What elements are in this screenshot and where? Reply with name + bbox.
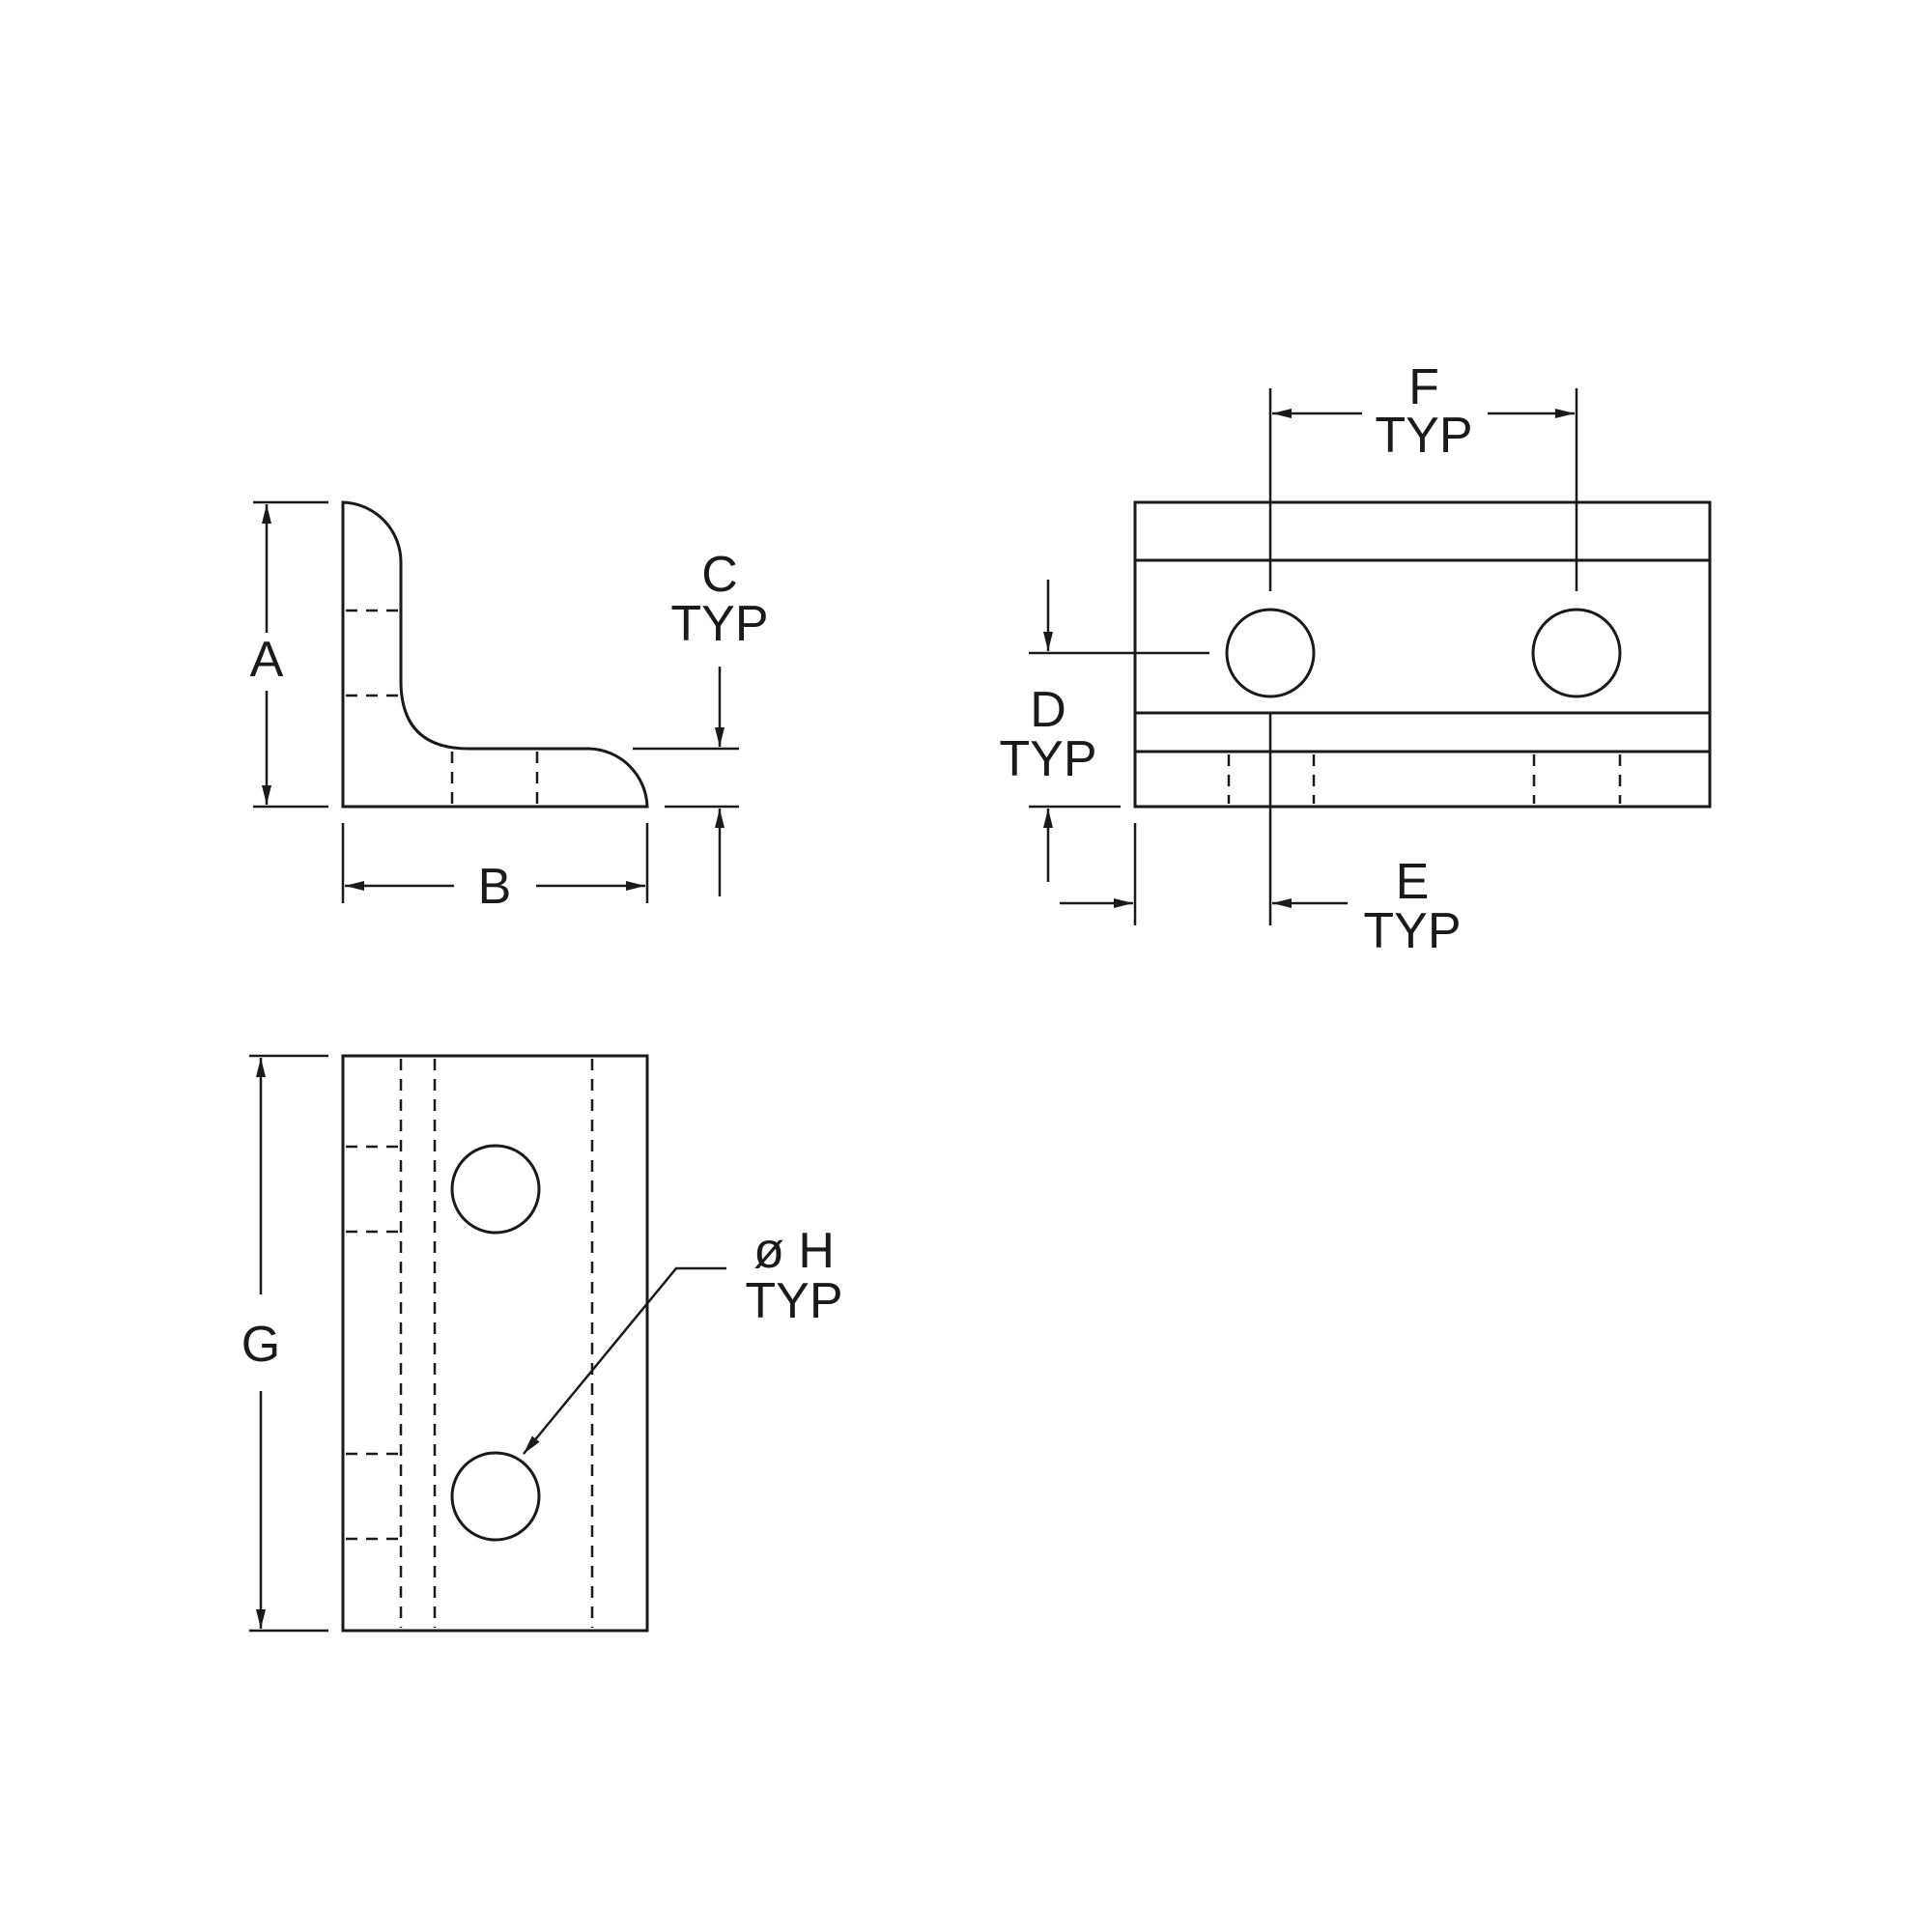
front-view-hole <box>1225 608 1316 698</box>
side-view: A B C TYP <box>250 500 769 915</box>
dimension-c: C TYP <box>633 547 769 896</box>
callout-h-label: ø H <box>753 1223 835 1279</box>
top-view: G ø H TYP <box>242 1054 843 1633</box>
front-view-hole <box>1531 608 1622 698</box>
dimension-d-typ-label: TYP <box>999 731 1096 787</box>
dimension-e: E TYP <box>1060 713 1462 959</box>
dimension-b: B <box>341 823 649 915</box>
side-view-outline <box>341 500 649 809</box>
dimension-g: G <box>242 1054 328 1633</box>
callout-h: ø H TYP <box>523 1223 843 1455</box>
dimension-e-label: E <box>1396 854 1430 910</box>
dimension-f-label: F <box>1408 359 1439 415</box>
front-view-outline <box>1133 500 1712 809</box>
callout-h-typ-label: TYP <box>745 1273 842 1329</box>
dimension-a: A <box>250 500 328 809</box>
dimension-a-label: A <box>250 632 284 688</box>
dimension-d-label: D <box>1030 682 1066 738</box>
dimension-d: D TYP <box>999 580 1209 882</box>
dimension-e-typ-label: TYP <box>1363 903 1461 959</box>
top-view-outline <box>341 1054 649 1633</box>
dimension-f: F TYP <box>1268 359 1578 591</box>
dimension-c-typ-label: TYP <box>670 596 768 652</box>
front-view: F TYP D TYP E TYP <box>999 359 1712 959</box>
dimension-c-label: C <box>701 547 738 603</box>
dimension-f-typ-label: TYP <box>1375 408 1472 464</box>
dimension-b-label: B <box>478 859 512 915</box>
top-view-hole <box>450 1451 541 1542</box>
dimension-g-label: G <box>242 1317 280 1373</box>
top-view-hole <box>450 1144 541 1235</box>
